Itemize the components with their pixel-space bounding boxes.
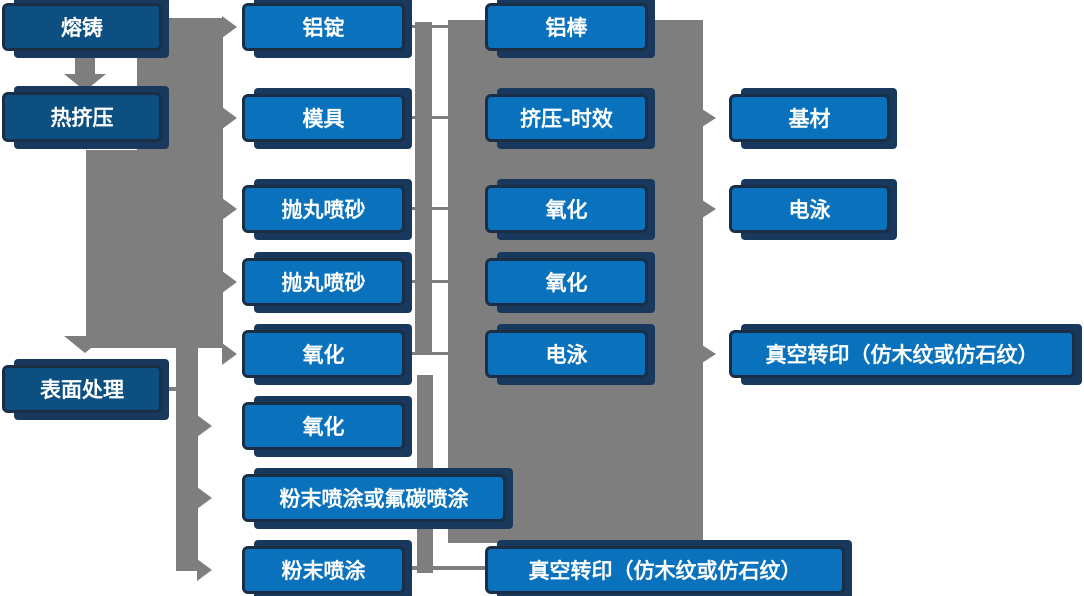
node-powder-or-fluorocarbon: 粉末喷涂或氟碳喷涂 [242, 468, 513, 529]
node-label: 氧化 [302, 343, 345, 367]
node-face: 模具 [242, 94, 405, 142]
node-label: 粉末喷涂或氟碳喷涂 [279, 487, 469, 511]
node-label: 铝棒 [545, 16, 588, 40]
arrow-slab-to-surface-head [64, 336, 106, 353]
arrow-to-shotblast-2 [222, 271, 237, 293]
arrow-to-ingot [222, 16, 237, 38]
node-face: 表面处理 [2, 365, 162, 413]
node-label: 电泳 [545, 343, 588, 367]
node-label: 表面处理 [40, 378, 124, 402]
node-base-material: 基材 [729, 88, 897, 149]
node-hot-extrusion: 热挤压 [2, 86, 169, 149]
node-label: 真空转印（仿木纹或仿石纹） [528, 559, 802, 583]
node-label: 挤压-时效 [520, 107, 613, 131]
connector-slab-main [86, 150, 223, 348]
connector-mid-vbar-upper [415, 22, 432, 355]
node-powder: 粉末喷涂 [242, 540, 412, 596]
node-face: 氧化 [242, 402, 405, 450]
node-face: 电泳 [485, 330, 648, 378]
node-vacuum-transfer-right: 真空转印（仿木纹或仿石纹） [729, 324, 1082, 385]
arrow-to-base-material [702, 109, 716, 127]
arrow-to-vacuum-right [702, 345, 716, 363]
node-face: 电泳 [729, 185, 890, 233]
node-face: 熔铸 [2, 3, 162, 51]
node-label: 氧化 [545, 271, 588, 295]
arrow-to-electrophoresis [702, 200, 716, 218]
node-al-rod: 铝棒 [485, 0, 655, 58]
node-oxidation-2: 氧化 [242, 396, 412, 457]
node-label: 氧化 [545, 198, 588, 222]
arrow-to-shotblast-1 [222, 198, 237, 220]
node-face: 抛丸喷砂 [242, 185, 405, 233]
node-face: 真空转印（仿木纹或仿石纹） [729, 330, 1075, 378]
node-die: 模具 [242, 88, 412, 149]
node-shot-blast-2: 抛丸喷砂 [242, 252, 412, 313]
node-electrophoresis-2: 电泳 [729, 179, 897, 240]
node-label: 铝锭 [302, 16, 345, 40]
node-oxidation-3: 氧化 [485, 179, 655, 240]
arrow-to-powder [197, 559, 212, 581]
node-label: 抛丸喷砂 [281, 271, 366, 295]
node-label: 基材 [788, 107, 831, 131]
node-face: 铝棒 [485, 3, 648, 51]
arrow-to-powder-fluoro [197, 487, 212, 509]
node-face: 粉末喷涂 [242, 546, 405, 594]
node-face: 氧化 [242, 330, 405, 378]
tick-powder-to-vacuum [405, 566, 485, 570]
node-electrophoresis-1: 电泳 [485, 324, 655, 385]
node-label: 真空转印（仿木纹或仿石纹） [765, 343, 1039, 367]
node-shot-blast-1: 抛丸喷砂 [242, 179, 412, 240]
arrow-to-die [222, 107, 237, 129]
node-face: 氧化 [485, 258, 648, 306]
node-face: 铝锭 [242, 3, 405, 51]
node-label: 粉末喷涂 [281, 559, 366, 583]
node-face: 热挤压 [2, 92, 162, 142]
node-face: 基材 [729, 94, 890, 142]
node-face: 抛丸喷砂 [242, 258, 405, 306]
node-melt-cast: 熔铸 [2, 0, 169, 58]
node-oxidation-1: 氧化 [242, 324, 412, 385]
node-oxidation-4: 氧化 [485, 252, 655, 313]
arrow-to-oxidation-2 [197, 415, 212, 437]
node-label: 氧化 [302, 415, 345, 439]
node-face: 粉末喷涂或氟碳喷涂 [242, 474, 506, 522]
node-label: 抛丸喷砂 [281, 198, 366, 222]
arrow-to-oxidation-1 [222, 343, 237, 365]
node-surface-treatment: 表面处理 [2, 359, 169, 420]
node-face: 氧化 [485, 185, 648, 233]
node-label: 电泳 [788, 198, 831, 222]
node-al-ingot: 铝锭 [242, 0, 412, 58]
node-face: 挤压-时效 [485, 94, 648, 142]
node-label: 熔铸 [61, 16, 103, 40]
node-face: 真空转印（仿木纹或仿石纹） [485, 546, 845, 594]
connector-surface-line [162, 387, 178, 391]
node-label: 模具 [302, 107, 345, 131]
connector-surface-vbar [176, 348, 198, 571]
node-vacuum-transfer-bottom: 真空转印（仿木纹或仿石纹） [485, 540, 852, 596]
node-label: 热挤压 [50, 106, 114, 130]
node-extrusion-aging: 挤压-时效 [485, 88, 655, 149]
